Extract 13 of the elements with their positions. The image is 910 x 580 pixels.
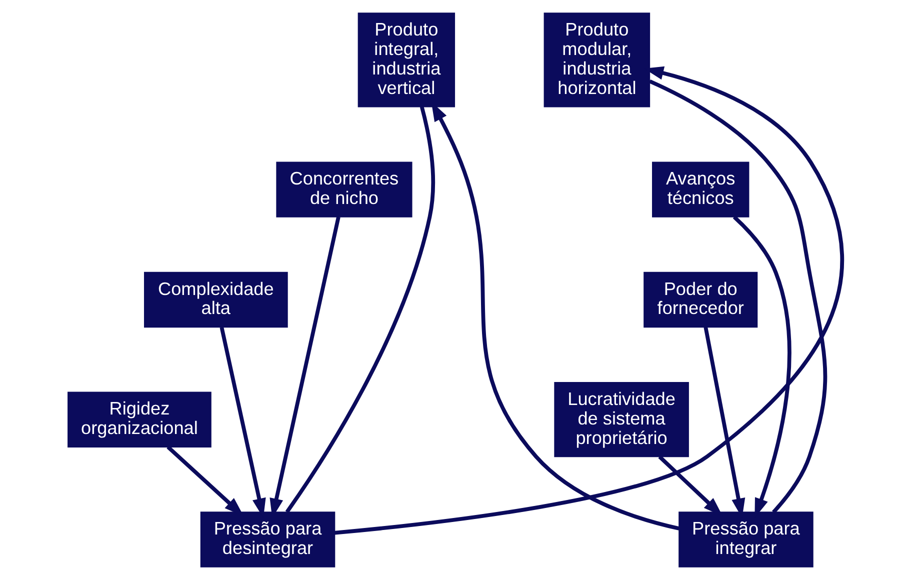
node-box: Produto integral, industria vertical — [357, 12, 455, 108]
node-box: Poder do fornecedor — [643, 272, 758, 328]
node-box: Rigidez organizacional — [67, 392, 211, 448]
node-box: Produto modular, industria horizontal — [543, 12, 650, 108]
node-box: Avanços técnicos — [652, 162, 749, 218]
node-box: Complexidade alta — [144, 272, 288, 328]
connector — [648, 79, 827, 514]
node-box: Lucratividade de sistema proprietário — [554, 382, 688, 458]
node-box: Pressão para desintegrar — [200, 512, 335, 568]
node-box: Pressão para integrar — [678, 512, 813, 568]
connector — [284, 106, 434, 514]
arrow — [334, 66, 844, 535]
node-box: Concorrentes de nicho — [276, 162, 412, 218]
